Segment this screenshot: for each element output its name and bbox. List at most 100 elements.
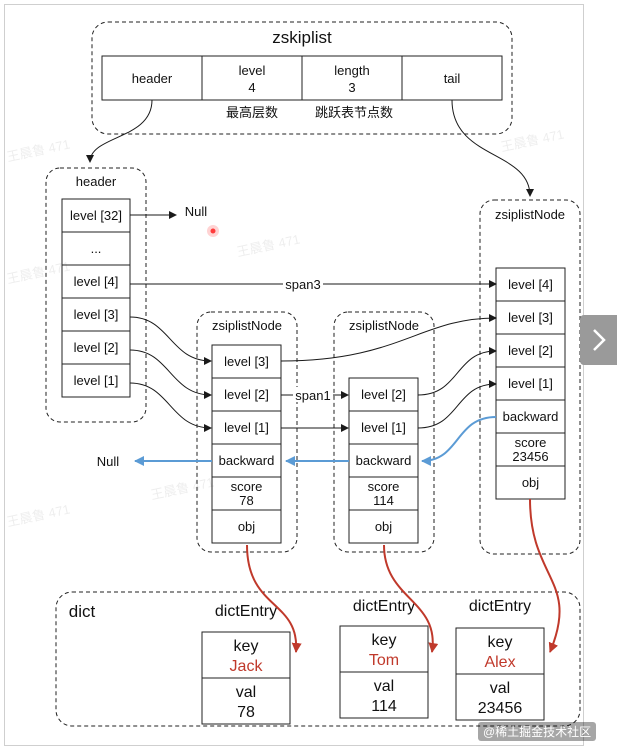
zskiplist-note-level: 最高层数 — [226, 105, 278, 120]
node-score-cell — [348, 476, 419, 511]
dict-entry-key-cell — [455, 627, 545, 675]
header-level-cell — [61, 330, 131, 365]
node-backward-cell — [495, 399, 566, 434]
header-level-label: level [32] — [70, 208, 122, 223]
node-obj-cell — [495, 465, 566, 500]
zskiplist-header-label: header — [132, 71, 173, 86]
span1-label-bg — [293, 387, 333, 402]
dict-entry-val-cell — [339, 671, 429, 719]
node-level-label: level [4] — [508, 277, 553, 292]
credit-label: @稀土掘金技术社区 — [478, 722, 597, 741]
node-level-label: level [2] — [361, 387, 406, 402]
node-obj-cell — [348, 509, 419, 544]
node114-obj-pointer — [383, 544, 439, 653]
dict-outline — [55, 591, 581, 727]
dict-entry-val-label: val — [236, 684, 256, 701]
zskiplist-length-label: length — [334, 63, 369, 78]
dict-entry-key-value: Tom — [369, 652, 399, 669]
node-level-label: level [3] — [224, 354, 269, 369]
dict-entry-val-label: val — [490, 680, 510, 697]
dict-entry-key-label: key — [234, 638, 259, 655]
dict-title: dict — [69, 602, 96, 621]
node-level-label: level [2] — [224, 387, 269, 402]
node-score-value: 23456 — [512, 449, 548, 464]
dict-entry-val-cell — [201, 677, 291, 725]
forward-pointers — [86, 99, 534, 432]
node-level-cell — [211, 344, 282, 379]
node-backward-label: backward — [503, 409, 559, 424]
header-level-cell — [61, 363, 131, 398]
header-level3-pointer — [129, 316, 212, 365]
node114-level1-pointer — [417, 380, 497, 429]
dict-entry-val-value: 23456 — [478, 700, 523, 717]
node-score-label: score — [231, 479, 263, 494]
node-obj-label: obj — [522, 475, 539, 490]
zskiplist-length-value: 3 — [348, 80, 355, 95]
node-level-cell — [348, 377, 419, 412]
node-backward-label: backward — [219, 453, 275, 468]
header-node-title: header — [76, 174, 117, 189]
dict-entry-title: dictEntry — [215, 603, 277, 620]
zskiplist-cell-level — [201, 55, 303, 101]
header-level-label: level [1] — [74, 373, 119, 388]
header-level-label: level [4] — [74, 274, 119, 289]
node-78-outline — [196, 311, 298, 553]
zskiplist-tail-label: tail — [444, 71, 461, 86]
span3-label-bg — [283, 276, 323, 291]
dict-entry-val-value: 114 — [371, 698, 397, 715]
obj-pointers — [246, 498, 561, 653]
node23456-backward-pointer — [421, 416, 497, 466]
dict-entry-key-cell — [339, 625, 429, 673]
node-score-value: 78 — [239, 493, 253, 508]
header-level-label: level [2] — [74, 340, 119, 355]
node-level-label: level [1] — [224, 420, 269, 435]
node-23456-title: zsiplistNode — [495, 207, 565, 222]
zskiplist-struct: zskiplist header level 4 length 3 tail 最… — [91, 21, 513, 135]
node-score-value: 114 — [373, 493, 394, 508]
dict-entry-title: dictEntry — [353, 598, 415, 615]
backward-pointers — [134, 416, 497, 466]
node-backward-cell — [348, 443, 419, 478]
node-obj-label: obj — [238, 519, 255, 534]
node-114: zsiplistNode level [2]level [1]backwards… — [333, 311, 435, 553]
zskiplist-level-value: 4 — [248, 80, 255, 95]
zskiplist-tail-pointer — [451, 99, 534, 197]
header-node: header level [32]...level [4]level [3]le… — [45, 167, 147, 423]
node-score-label: score — [368, 479, 400, 494]
zskiplist-header-pointer — [86, 99, 153, 163]
node-level-cell — [495, 333, 566, 368]
node-level-label: level [2] — [508, 343, 553, 358]
zskiplist-title: zskiplist — [272, 28, 332, 47]
red-dot-core — [210, 228, 216, 234]
node-obj-label: obj — [375, 519, 392, 534]
header-level2-pointer — [129, 349, 212, 399]
node-backward-cell — [211, 443, 282, 478]
dict-entry-key-value: Alex — [484, 654, 515, 671]
node23456-obj-pointer — [529, 498, 561, 653]
dict-entry-key-label: key — [372, 632, 397, 649]
zskiplist-cell-header — [101, 55, 203, 101]
dict-entry-val-label: val — [374, 678, 394, 695]
header-node-outline — [45, 167, 147, 423]
node-78-title: zsiplistNode — [212, 318, 282, 333]
node78-obj-pointer — [246, 544, 302, 653]
dict-struct: dict dictEntrykeyJackval78dictEntrykeyTo… — [55, 591, 581, 727]
zskiplist-level-label: level — [239, 63, 266, 78]
node-23456-outline — [479, 199, 581, 555]
node-score-cell — [495, 432, 566, 467]
node-level-cell — [348, 410, 419, 445]
node-level-cell — [495, 300, 566, 335]
dict-entry-title: dictEntry — [469, 598, 531, 615]
node-78: zsiplistNode level [3] level [2] level [1]… — [196, 311, 298, 553]
node-level-label: level [3] — [508, 310, 553, 325]
span1-label: span1 — [295, 388, 330, 403]
next-image-button[interactable] — [580, 315, 617, 365]
header-level-cell — [61, 231, 131, 266]
dict-entry-val-value: 78 — [237, 704, 255, 721]
node-114-outline — [333, 311, 435, 553]
chevron-right-icon — [592, 329, 606, 351]
node-level-cell — [495, 267, 566, 302]
dict-entry-key-label: key — [488, 634, 513, 651]
node-obj-cell — [211, 509, 282, 544]
node-level-label: level [1] — [361, 420, 406, 435]
